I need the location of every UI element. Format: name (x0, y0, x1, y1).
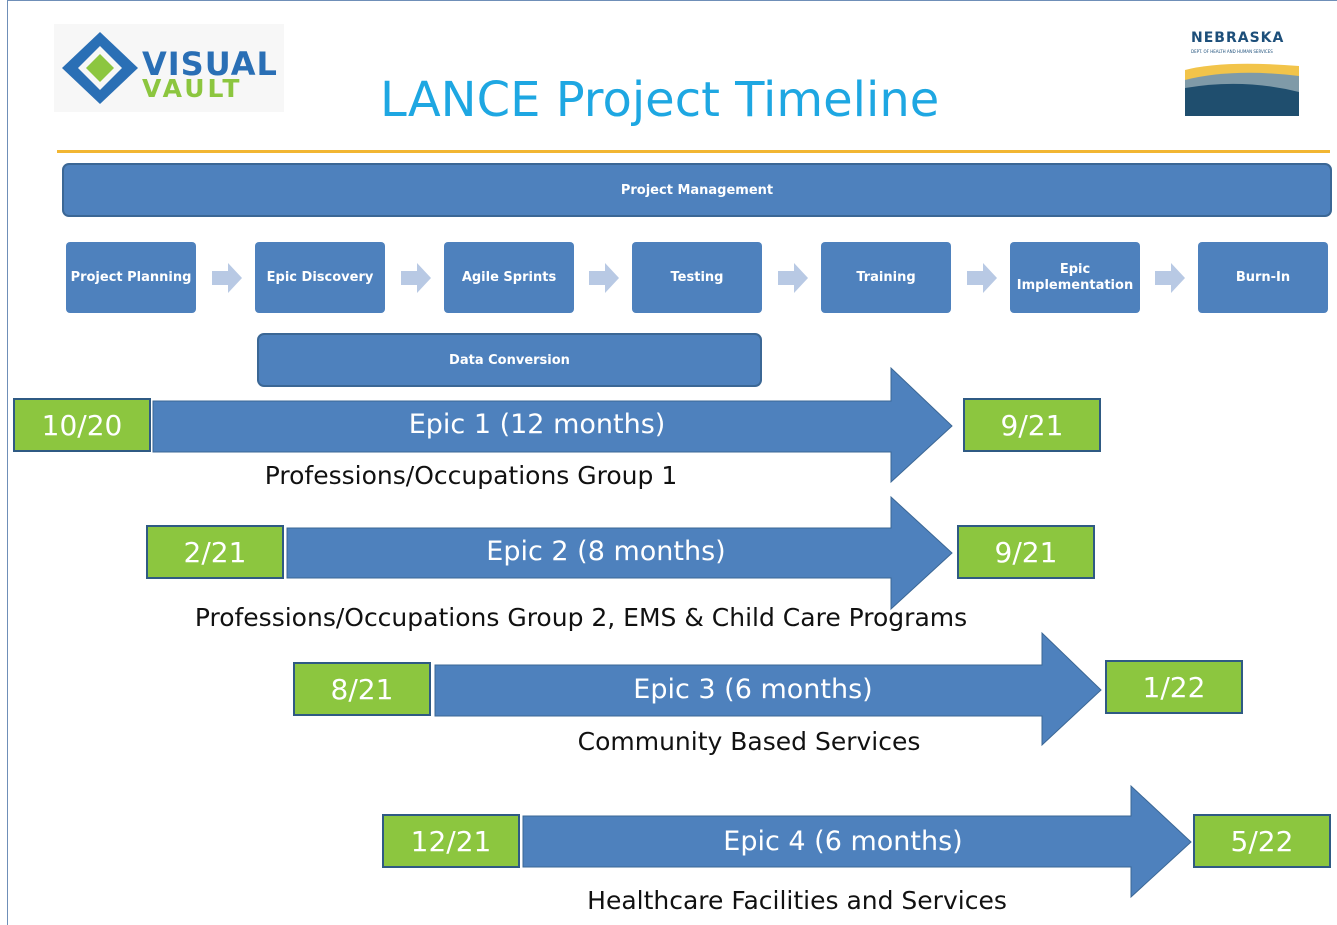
epic-4-start-date: 12/21 (382, 814, 520, 868)
phase-training: Training (821, 242, 951, 313)
project-management-label: Project Management (620, 182, 774, 198)
epic-2-end-date: 9/21 (957, 525, 1095, 579)
epic-1-arrow (152, 366, 953, 484)
diamond-logo-icon (62, 32, 138, 104)
nebraska-logo-subtitle: DEPT. OF HEALTH AND HUMAN SERVICES (1191, 49, 1273, 54)
nebraska-logo: NEBRASKA DEPT. OF HEALTH AND HUMAN SERVI… (1183, 26, 1301, 118)
epic-4-end-date: 5/22 (1193, 814, 1331, 868)
epic-1-end-date: 9/21 (963, 398, 1101, 452)
epic-3-end-date: 1/22 (1105, 660, 1243, 714)
arrow-right-icon (589, 263, 619, 293)
title-divider (57, 150, 1330, 153)
arrow-right-icon (967, 263, 997, 293)
phase-agile-sprints: Agile Sprints (444, 242, 574, 313)
arrow-right-icon (212, 263, 242, 293)
arrow-right-icon (1155, 263, 1185, 293)
epic-2-group: Professions/Occupations Group 2, EMS & C… (194, 603, 968, 632)
epic-4-group: Healthcare Facilities and Services (587, 886, 1007, 915)
logo-word-vault: VAULT (142, 74, 243, 103)
nebraska-logo-name: NEBRASKA (1191, 30, 1285, 46)
epic-4-arrow (522, 784, 1192, 899)
logo-word-visual: VISUAL (142, 45, 278, 83)
phase-testing: Testing (632, 242, 762, 313)
arrow-right-icon (778, 263, 808, 293)
epic-3-arrow (434, 631, 1102, 747)
landscape-icon (1185, 63, 1299, 116)
arrow-right-icon (401, 263, 431, 293)
epic-3-group: Community Based Services (577, 727, 921, 756)
visual-vault-logo: VISUAL VAULT (54, 24, 284, 112)
data-conversion-label: Data Conversion (449, 352, 570, 368)
page-title: LANCE Project Timeline (380, 72, 940, 128)
epic-1-group: Professions/Occupations Group 1 (264, 461, 678, 490)
slide-frame (7, 0, 1337, 925)
phase-epic-discovery: Epic Discovery (255, 242, 385, 313)
epic-2-arrow (286, 495, 953, 611)
epic-1-label: Epic 1 (12 months) (408, 409, 666, 440)
phase-project-planning: Project Planning (66, 242, 196, 313)
epic-2-label: Epic 2 (8 months) (486, 536, 726, 567)
epic-4-label: Epic 4 (6 months) (723, 826, 963, 857)
project-management-bar: Project Management (62, 163, 1332, 217)
epic-3-start-date: 8/21 (293, 662, 431, 716)
epic-3-label: Epic 3 (6 months) (633, 674, 873, 705)
epic-2-start-date: 2/21 (146, 525, 284, 579)
epic-1-start-date: 10/20 (13, 398, 151, 452)
phase-epic-implementation: Epic Implementation (1010, 242, 1140, 313)
phase-burn-in: Burn-In (1198, 242, 1328, 313)
data-conversion-bar: Data Conversion (257, 333, 762, 387)
